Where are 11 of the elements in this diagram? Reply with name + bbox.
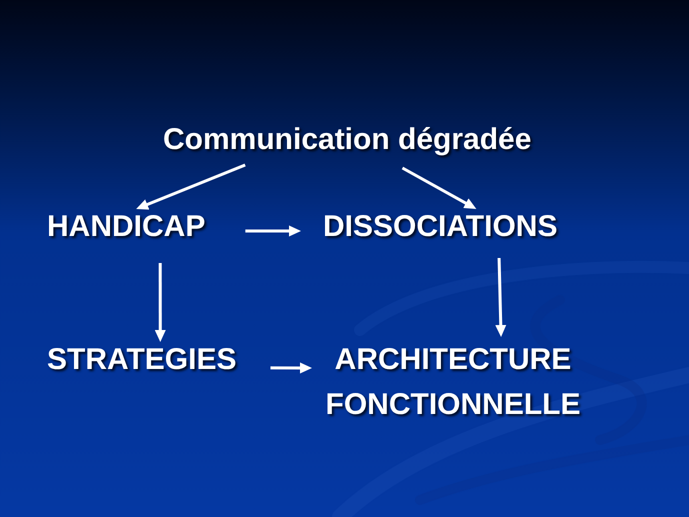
concept-label: ARCHITECTURE FONCTIONNELLE xyxy=(318,337,588,427)
arrow xyxy=(245,225,301,236)
arrow xyxy=(495,258,506,337)
arrow xyxy=(270,362,312,374)
arrow xyxy=(154,263,166,342)
arrow xyxy=(136,164,246,210)
concept-label: DISSOCIATIONS xyxy=(323,209,558,245)
heading-label: Communication dégradée xyxy=(163,122,532,158)
concept-label: STRATEGIES xyxy=(47,342,236,378)
arrow xyxy=(402,166,476,209)
concept-label: HANDICAP xyxy=(47,209,206,245)
